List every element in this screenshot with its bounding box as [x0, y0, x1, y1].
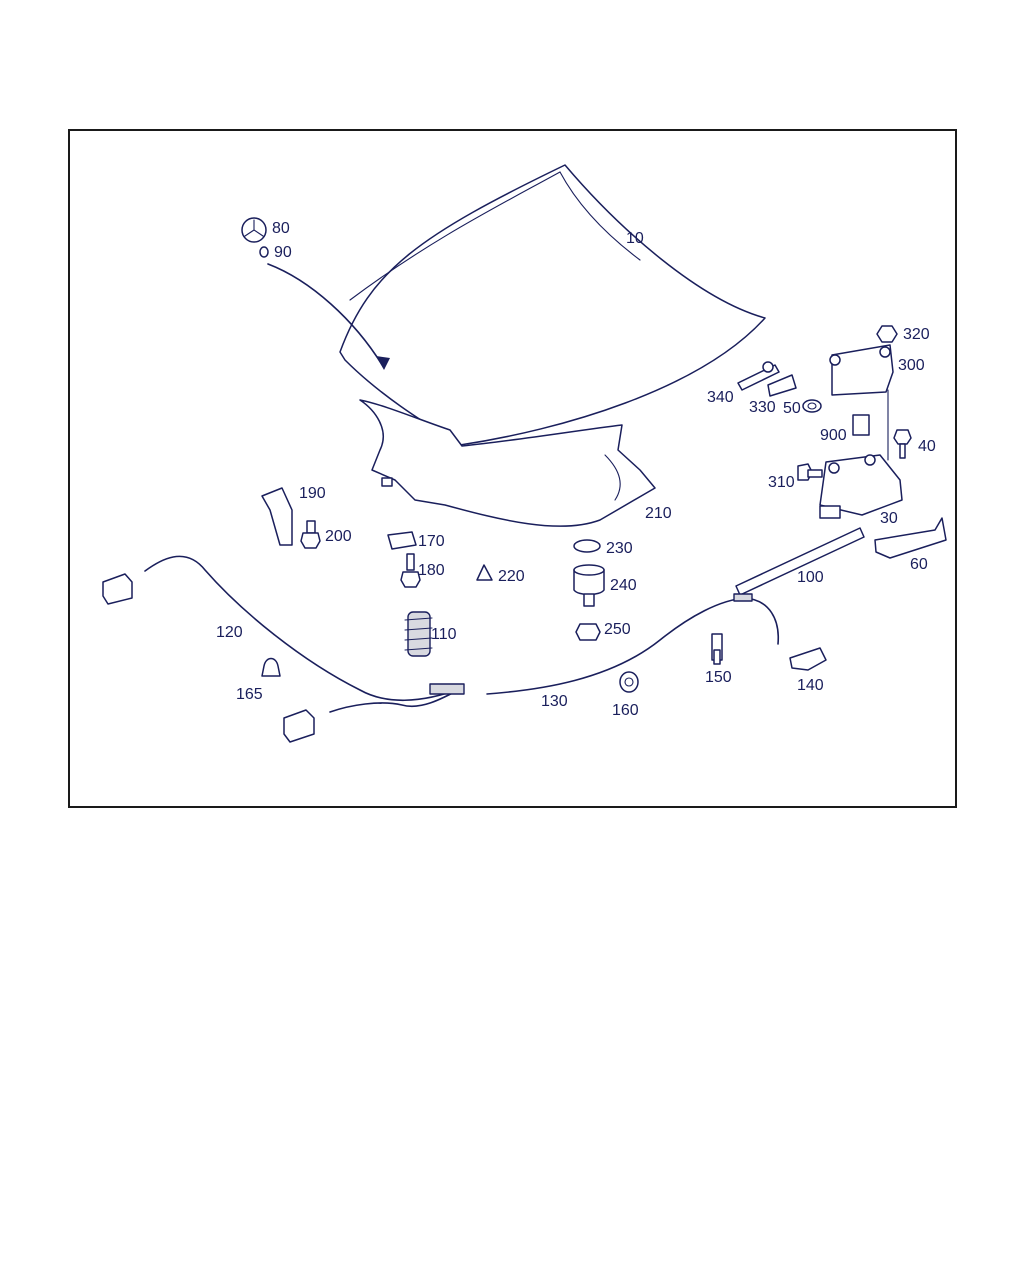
bolt-40-icon [893, 429, 912, 459]
label-40: 40 [918, 438, 936, 455]
release-handle-140 [789, 647, 827, 671]
label-140: 140 [797, 677, 824, 694]
cable-clip-160 [619, 671, 639, 693]
cable-splitter [429, 683, 465, 695]
hood-lock-upper [829, 344, 894, 461]
star-emblem-icon [241, 217, 267, 243]
label-90: 90 [274, 244, 292, 261]
label-200: 200 [325, 528, 352, 545]
cable-clip-165 [261, 657, 281, 677]
bracket-340 [737, 361, 780, 391]
label-220: 220 [498, 568, 525, 585]
label-165: 165 [236, 686, 263, 703]
label-250: 250 [604, 621, 631, 638]
part-900-icon [852, 414, 870, 436]
clip-220-icon [476, 564, 493, 581]
label-340: 340 [707, 389, 734, 406]
label-210: 210 [645, 505, 672, 522]
hood-lock-lower [819, 454, 903, 519]
bolt-310-icon [797, 463, 823, 481]
label-900: 900 [820, 427, 847, 444]
label-80: 80 [272, 220, 290, 237]
label-300: 300 [898, 357, 925, 374]
label-320: 320 [903, 326, 930, 343]
bracket-150 [711, 633, 723, 665]
bolt-200-icon [300, 520, 321, 549]
label-150: 150 [705, 669, 732, 686]
label-100: 100 [797, 569, 824, 586]
label-10: 10 [626, 230, 644, 247]
label-160: 160 [612, 702, 639, 719]
hood-insulation-liner [359, 399, 656, 527]
buffer-240 [573, 564, 605, 607]
label-190: 190 [299, 485, 326, 502]
plate-170 [387, 531, 417, 550]
latch-clip-left-upper [102, 573, 133, 605]
label-240: 240 [610, 577, 637, 594]
cable-sleeve-130 [733, 593, 753, 602]
label-60: 60 [910, 556, 928, 573]
grommet-50-icon [802, 399, 822, 413]
washer-230-icon [573, 539, 601, 553]
gas-strut-100 [735, 527, 865, 596]
label-310: 310 [768, 474, 795, 491]
emblem-clip-icon [259, 246, 269, 258]
label-110: 110 [431, 626, 457, 643]
screw-180-icon [400, 553, 421, 588]
label-230: 230 [606, 540, 633, 557]
release-cable-120 [144, 555, 463, 702]
bracket-330 [767, 374, 797, 397]
release-cable-130 [486, 597, 780, 695]
diagram-frame [68, 129, 957, 808]
hood-panel [339, 164, 766, 446]
nut-250-icon [575, 623, 601, 641]
label-30: 30 [880, 510, 898, 527]
hinge-190 [261, 487, 293, 546]
emblem-position-arrow [267, 263, 385, 369]
latch-clip-left-lower [283, 709, 315, 743]
nut-320-icon [876, 325, 898, 343]
label-330: 330 [749, 399, 776, 416]
label-130: 130 [541, 693, 568, 710]
label-170: 170 [418, 533, 445, 550]
label-180: 180 [418, 562, 445, 579]
spring-110 [404, 611, 433, 657]
bracket-60 [874, 517, 947, 559]
label-120: 120 [216, 624, 243, 641]
label-50: 50 [783, 400, 801, 417]
